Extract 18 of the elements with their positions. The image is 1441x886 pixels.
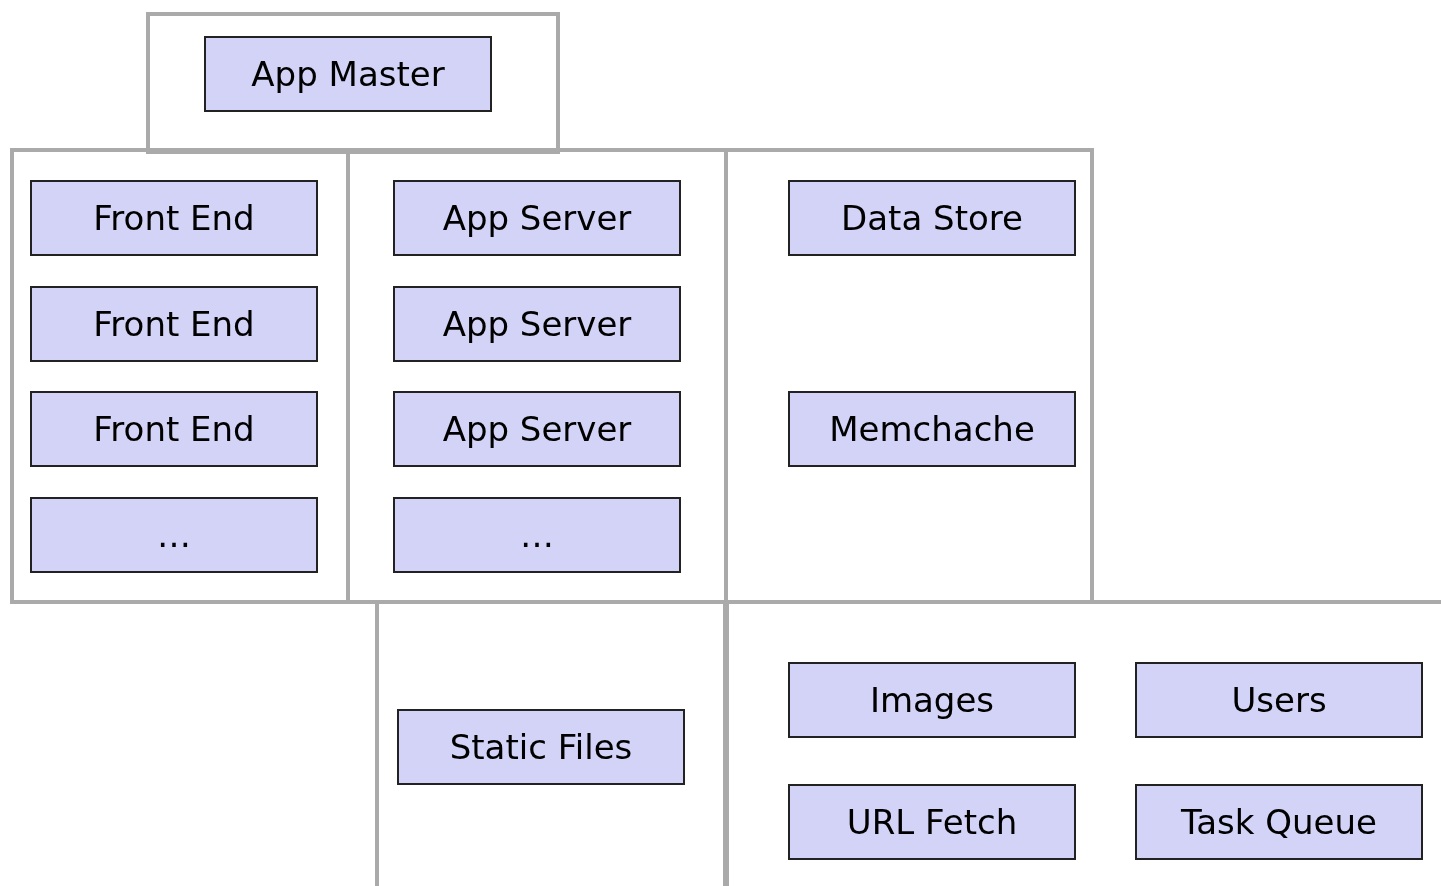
component-box: Front End bbox=[30, 391, 318, 467]
component-box: App Server bbox=[393, 286, 681, 362]
component-box: App Server bbox=[393, 180, 681, 256]
component-box: Images bbox=[788, 662, 1076, 738]
component-box: Data Store bbox=[788, 180, 1076, 256]
component-box: App Server bbox=[393, 391, 681, 467]
region-frame bbox=[725, 600, 1441, 886]
component-box: Users bbox=[1135, 662, 1423, 738]
component-box: Front End bbox=[30, 286, 318, 362]
component-box: URL Fetch bbox=[788, 784, 1076, 860]
component-box: Memchache bbox=[788, 391, 1076, 467]
component-box: App Master bbox=[204, 36, 492, 112]
component-box: Task Queue bbox=[1135, 784, 1423, 860]
component-box: Front End bbox=[30, 180, 318, 256]
component-box: … bbox=[30, 497, 318, 573]
region-frame bbox=[146, 12, 560, 154]
component-box: Static Files bbox=[397, 709, 685, 785]
component-box: … bbox=[393, 497, 681, 573]
